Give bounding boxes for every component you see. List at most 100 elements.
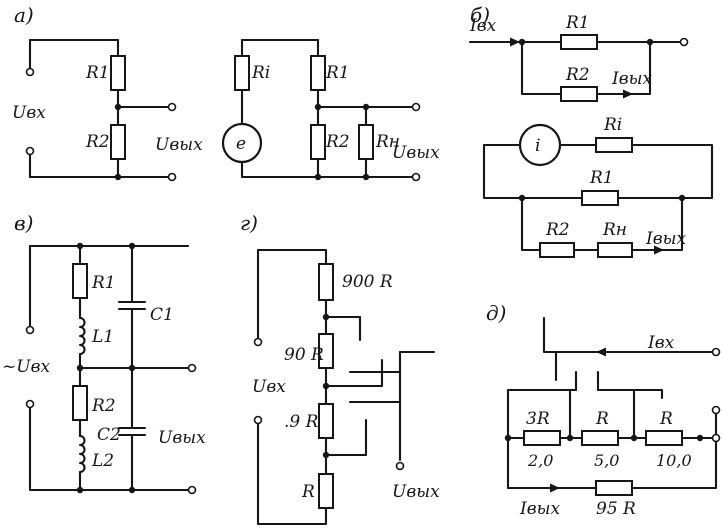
output-terminal-bottom	[187, 485, 197, 495]
panel-v-rlc-divider: R1 L1 C1 R2 C2 L2 ~Uвх Uвых	[2, 242, 206, 495]
input-terminal-bottom	[25, 146, 35, 156]
output-terminal-bottom	[167, 172, 177, 182]
label-r2: R2	[325, 132, 350, 152]
panel-a: а) R1 R2 Uвх Uвых	[12, 3, 440, 182]
resistor-r2	[310, 124, 326, 160]
label-r2: R2	[91, 396, 116, 416]
label-value-2: 5,0	[594, 451, 619, 470]
label-r-middle: R	[595, 409, 609, 429]
resistor-ri	[595, 137, 633, 153]
label-l2: L2	[91, 451, 114, 471]
panel-d-label: д)	[486, 301, 506, 325]
resistor-3r	[523, 430, 561, 446]
label-r1: R1	[85, 63, 110, 83]
inductor-l1	[78, 316, 86, 356]
output-terminal-bottom	[411, 172, 421, 182]
resistor-r-middle	[581, 430, 619, 446]
label-c1: C1	[150, 305, 174, 325]
resistor-r	[318, 473, 334, 509]
label-rn: Rн	[375, 132, 400, 152]
label-u-in: Uвх	[252, 377, 286, 397]
resistor-ri	[234, 55, 250, 91]
output-terminal	[395, 461, 405, 471]
label-u-out: Uвых	[155, 135, 203, 155]
label-95r: 95 R	[596, 499, 636, 519]
resistor-r2	[560, 86, 598, 102]
panel-a-right-divider: e Ri R1 R2 Rн Uвых	[221, 38, 440, 182]
label-l1: L1	[91, 327, 114, 347]
label-ri: Ri	[251, 63, 270, 83]
label-rn: Rн	[602, 220, 627, 240]
label-r-right: R	[659, 409, 673, 429]
label-i-out: Iвых	[519, 499, 560, 519]
resistor-rn	[597, 242, 633, 258]
resistor-r1	[581, 190, 619, 206]
label-r: R	[301, 482, 315, 502]
panel-b: б) Iвх R1 R2 Iвых i	[468, 3, 714, 258]
input-terminal-top	[25, 67, 35, 77]
inductor-l2	[78, 434, 86, 474]
label-u-in: Uвх	[12, 103, 46, 123]
panel-v-label: в)	[14, 211, 33, 235]
label-u-out: Uвых	[392, 482, 440, 502]
panel-b-current-divider: Iвх R1 R2 Iвых	[468, 13, 689, 102]
panel-v: в)	[2, 211, 206, 495]
label-c2: C2	[97, 425, 121, 445]
panel-d-ayrton-shunt: Iвх 3R R R 2,0 5,0 10,0 Iвых 95 R	[504, 316, 721, 519]
label-r1: R1	[565, 13, 590, 33]
label-source-i: i	[535, 136, 540, 156]
label-u-out: Uвых	[158, 428, 206, 448]
label-r1: R1	[325, 63, 350, 83]
output-terminal-top	[187, 363, 197, 373]
panel-g-precision-divider: 900 R 90 R .9 R R Uвх Uвых	[252, 248, 440, 526]
label-i-out: Iвых	[645, 229, 686, 249]
range-terminal	[711, 405, 721, 415]
label-r1: R1	[589, 168, 614, 188]
input-terminal-bottom	[25, 399, 35, 409]
input-terminal	[711, 347, 721, 357]
label-r2: R2	[545, 220, 570, 240]
output-terminal	[679, 37, 689, 47]
resistor-r-right	[645, 430, 683, 446]
panel-g: г)	[240, 211, 440, 526]
input-terminal-top	[253, 337, 263, 347]
panel-a-left-divider: R1 R2 Uвх Uвых	[12, 38, 203, 182]
resistor-900r	[318, 263, 334, 301]
label-value-1: 2,0	[527, 451, 553, 470]
panel-g-label: г)	[240, 211, 258, 235]
label-ri: Ri	[603, 115, 622, 135]
label-90r: 90 R	[284, 345, 324, 365]
label-i-in: Iвх	[647, 333, 675, 353]
resistor-r1	[72, 263, 88, 299]
label-9r: .9 R	[284, 412, 319, 432]
label-value-3: 10,0	[656, 451, 692, 470]
resistor-9r	[318, 403, 334, 439]
output-terminal-top	[411, 102, 421, 112]
resistor-r2	[539, 242, 575, 258]
resistor-r1	[310, 55, 326, 91]
label-source-e: e	[236, 134, 246, 154]
resistor-r1	[560, 34, 598, 50]
input-terminal-top	[25, 325, 35, 335]
label-i-in: Iвх	[469, 16, 497, 36]
panel-b-label: б)	[470, 3, 490, 27]
label-r2: R2	[565, 65, 590, 85]
label-u-in: ~Uвх	[2, 357, 50, 377]
label-900r: 900 R	[342, 272, 393, 292]
label-i-out: Iвых	[611, 69, 652, 89]
resistor-r1	[110, 55, 126, 91]
panel-b-loaded-current-divider: i Ri R1 R2 Rн Iвых	[482, 115, 714, 258]
label-u-out: Uвых	[392, 143, 440, 163]
panel-d: д)	[486, 301, 721, 519]
output-terminal	[711, 433, 721, 443]
label-r2: R2	[85, 132, 110, 152]
resistor-rn	[358, 124, 374, 160]
resistor-r2	[72, 385, 88, 421]
resistor-95r	[595, 480, 633, 496]
panel-a-label: а)	[14, 3, 34, 27]
label-r1: R1	[91, 273, 116, 293]
resistor-r2	[110, 124, 126, 160]
output-terminal-top	[167, 102, 177, 112]
input-terminal-bottom	[253, 415, 263, 425]
